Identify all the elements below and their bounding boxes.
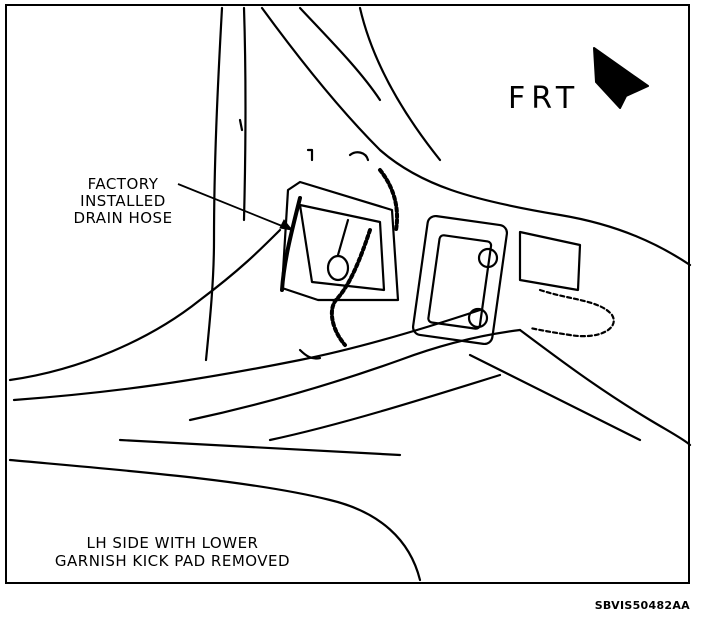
drain-hose — [280, 196, 302, 292]
connector-boss-top — [477, 247, 499, 269]
callout-line-2: INSTALLED — [80, 192, 166, 210]
corrugated-hose-1 — [378, 168, 399, 232]
drain-hose-stem — [336, 218, 350, 257]
drain-box-inner — [298, 203, 386, 292]
floor-line-1 — [188, 328, 522, 422]
caption-line-1: LH SIDE WITH LOWER — [86, 534, 259, 552]
figure-id: SBVIS50482AA — [594, 599, 690, 612]
corrugated-hose-2 — [329, 228, 372, 347]
connector-block — [411, 214, 509, 346]
drain-hose-callout: FACTORY INSTALLED DRAIN HOSE — [38, 176, 208, 227]
floor-edge — [468, 353, 642, 442]
floor-right — [518, 328, 692, 447]
clip-2 — [238, 118, 244, 132]
figure-caption: LH SIDE WITH LOWER GARNISH KICK PAD REMO… — [10, 534, 335, 570]
caption-line-2: GARNISH KICK PAD REMOVED — [54, 552, 291, 570]
callout-line-1: FACTORY — [87, 175, 159, 193]
sill-line-1 — [8, 228, 282, 382]
floor-line-2 — [268, 373, 502, 442]
kick-curve — [8, 458, 422, 582]
callout-leader — [177, 183, 293, 231]
connector-boss-bottom — [467, 307, 489, 329]
harness-block — [518, 230, 582, 292]
callout-arrowhead — [279, 219, 294, 231]
clip-4 — [298, 348, 322, 360]
diagram-frame — [5, 4, 690, 584]
pillar-inner — [242, 6, 247, 222]
clip-1 — [306, 148, 314, 162]
harness-wire — [528, 288, 615, 338]
door-edge — [260, 6, 692, 267]
pillar-outline — [204, 6, 224, 362]
drain-hose-end — [326, 254, 350, 282]
dash-upper — [298, 6, 382, 102]
connector-face — [427, 234, 493, 330]
clip-3 — [348, 151, 370, 162]
callout-line-3: DRAIN HOSE — [73, 209, 173, 227]
dash-curve — [358, 6, 442, 162]
front-direction-label: FRT — [508, 81, 581, 116]
floor-line-3 — [118, 438, 402, 457]
sill-line-2 — [12, 308, 482, 402]
front-arrow-icon — [593, 47, 649, 109]
